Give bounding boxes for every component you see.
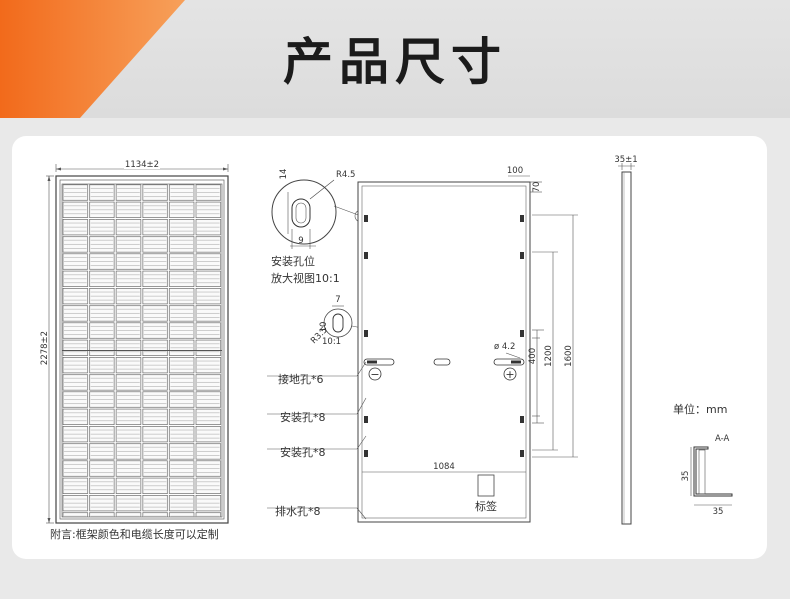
drain-hole-callout: 排水孔*8 [275,504,321,518]
top-offset-label: 100 [507,166,523,176]
hole-diameter-label: ø 4.2 [494,342,515,352]
hole-length-label: 14 [279,169,289,180]
panel-front-view: 1134±2 2278±2 [40,160,229,524]
footnote: 附言:框架颜色和电缆长度可以定制 [50,527,219,541]
thickness-label: 35±1 [614,155,637,165]
edge-offset-label: 70 [532,182,542,193]
section-height-label: 35 [681,471,691,482]
hole-width-label: 9 [298,236,303,246]
detail-caption-line1: 安装孔位 [271,254,315,268]
panel-back-view: − + 标签 100 70 400 1200 16 [357,166,578,523]
dimension-drawing: 1134±2 2278±2 R4.5 14 9 安装孔位 放大视图10: [40,155,733,541]
ground-hole-detail: 7 10 R3.5 10:1 [309,295,363,347]
detail-caption-line2: 放大视图10:1 [271,271,340,285]
side-view: 35±1 [614,155,638,525]
mounting-hole-callout-2: 安装孔*8 [280,445,326,459]
height-dimension-label: 2278±2 [40,331,50,365]
label-box-text: 标签 [475,499,497,513]
mounting-hole-detail: R4.5 14 9 安装孔位 放大视图10:1 [271,169,368,285]
orange-accent-shape [0,0,185,118]
page-title: 产品尺寸 [283,33,507,91]
hole-spacing-400-label: 400 [528,348,538,364]
hole-spacing-1600-label: 1600 [564,345,574,367]
diagram-card: 1134±2 2278±2 R4.5 14 9 安装孔位 放大视图10: [12,136,767,559]
mounting-hole-callout-1: 安装孔*8 [280,410,326,424]
unit-label: 单位：mm [673,402,727,416]
ground-length-label: 10 [319,322,329,333]
positive-terminal-symbol: + [505,368,514,381]
radius-label: R4.5 [336,170,355,180]
ground-scale-label: 10:1 [322,337,341,347]
section-aa: A-A 35 35 [681,434,733,517]
width-1084-label: 1084 [433,462,455,472]
negative-terminal-symbol: − [370,368,379,381]
width-dimension-label: 1134±2 [125,160,159,170]
callouts: 接地孔*6 安装孔*8 安装孔*8 排水孔*8 [267,361,367,520]
ground-hole-callout: 接地孔*6 [278,373,324,386]
hole-spacing-1200-label: 1200 [544,345,554,367]
section-title: A-A [715,434,730,444]
ground-width-label: 7 [335,295,340,305]
section-width-label: 35 [713,507,724,517]
